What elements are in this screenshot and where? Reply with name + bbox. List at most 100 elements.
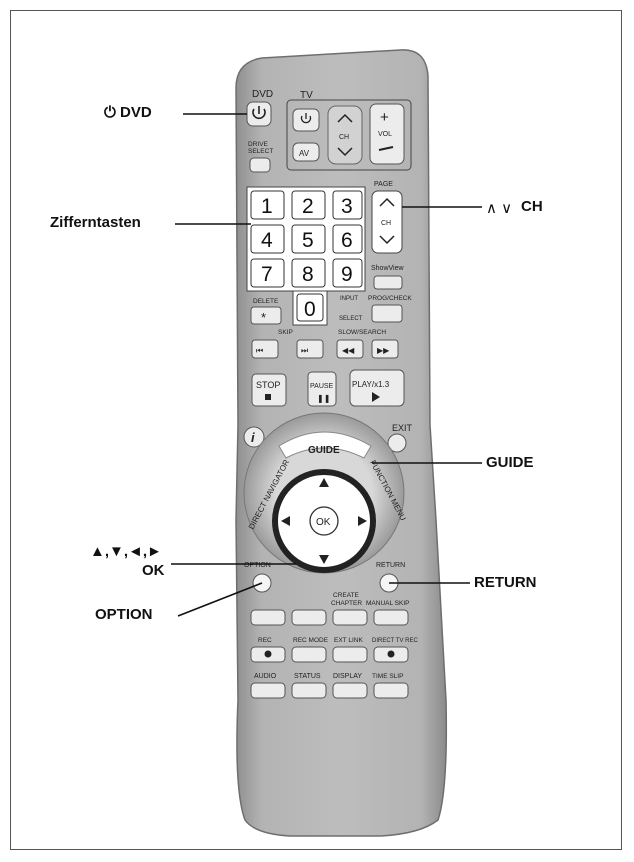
key-2-label: 2 — [302, 195, 314, 218]
option-label: OPTION — [244, 562, 271, 569]
page-ch-rocker[interactable] — [371, 190, 403, 254]
key-9[interactable] — [332, 258, 363, 288]
key-0[interactable] — [296, 293, 324, 322]
skip-label: SKIP — [278, 329, 293, 336]
callout-ok: OK — [142, 562, 165, 579]
callout-dvd-power: ⏻ DVD — [104, 104, 152, 121]
vol-label: VOL — [378, 131, 392, 138]
slow-back-button[interactable] — [336, 339, 364, 359]
ch-label: CH — [381, 220, 391, 227]
key-4-label: 4 — [261, 229, 273, 252]
key-1-label: 1 — [261, 195, 273, 218]
rec-icon — [264, 650, 272, 658]
callout-guide: GUIDE — [486, 454, 534, 471]
pause-label: PAUSE — [310, 383, 334, 390]
key-3[interactable] — [332, 190, 363, 220]
callout-arrows: ▲,▼,◄,► — [90, 543, 162, 560]
vol-minus-icon — [378, 146, 394, 151]
slow-back-icon: ◀◀ — [342, 346, 355, 355]
tv-group-box — [286, 99, 412, 171]
blank-button-2[interactable] — [291, 609, 327, 626]
dvd-label: DVD — [252, 89, 273, 100]
callout-ch-arrows: ∧ ∨ — [486, 200, 513, 217]
skip-back-icon: ⏮ — [256, 346, 263, 355]
key-9-label: 9 — [341, 263, 353, 286]
rec-label: REC — [258, 637, 272, 644]
showview-button[interactable] — [373, 275, 403, 290]
drive-select-button[interactable] — [249, 157, 271, 173]
key-1[interactable] — [250, 190, 285, 220]
tv-power-icon — [300, 113, 312, 124]
info-button[interactable] — [243, 426, 265, 448]
key-6[interactable] — [332, 224, 363, 254]
ok-button[interactable] — [309, 506, 339, 536]
info-icon: i — [251, 430, 255, 445]
slow-search-label: SLOW/SEARCH — [338, 329, 386, 336]
av-button[interactable] — [292, 142, 320, 162]
arrow-up-icon — [319, 478, 329, 487]
callout-ch: CH — [521, 198, 543, 215]
tv-power-button[interactable] — [292, 108, 320, 132]
av-label: AV — [299, 149, 310, 158]
skip-forward-button[interactable] — [296, 339, 324, 359]
stop-icon — [265, 394, 271, 400]
direct-tv-rec-label: DIRECT TV REC — [372, 638, 418, 644]
create-chapter-label-1: CREATE — [333, 592, 360, 599]
arrow-down-icon — [319, 555, 329, 564]
status-button[interactable] — [291, 682, 327, 699]
stop-button[interactable] — [251, 373, 287, 407]
exit-button[interactable] — [387, 433, 407, 453]
create-chapter-label-2: CHAPTER — [331, 600, 362, 607]
tv-ch-up-icon — [337, 113, 353, 123]
slow-forward-button[interactable] — [371, 339, 399, 359]
skip-forward-icon: ⏭ — [301, 346, 308, 355]
drive-select-label-2: SELECT — [248, 148, 273, 155]
manual-skip-button[interactable] — [373, 609, 409, 626]
time-slip-label: TIME SLIP — [372, 673, 403, 680]
key-3-label: 3 — [341, 195, 353, 218]
pause-button[interactable] — [307, 371, 337, 407]
page-label: PAGE — [374, 181, 393, 188]
arrow-left-icon — [281, 516, 290, 526]
key-7[interactable] — [250, 258, 285, 288]
showview-label: ShowView — [371, 265, 405, 272]
rec-mode-label: REC MODE — [293, 637, 329, 644]
key-4[interactable] — [250, 224, 285, 254]
status-label: STATUS — [294, 673, 321, 680]
prog-check-button[interactable] — [371, 304, 403, 323]
key-5[interactable] — [291, 224, 326, 254]
delete-button[interactable] — [250, 306, 282, 325]
rec-mode-button[interactable] — [291, 646, 327, 663]
exit-label: EXIT — [392, 423, 413, 433]
number-keys: 1 2 3 4 5 6 7 8 9 0 — [250, 190, 363, 322]
display-button[interactable] — [332, 682, 368, 699]
play-label: PLAY/x1.3 — [352, 380, 390, 389]
key-2[interactable] — [291, 190, 326, 220]
ch-up-icon — [379, 197, 395, 207]
callout-return: RETURN — [474, 574, 537, 591]
arrow-right-icon — [358, 516, 367, 526]
key-8[interactable] — [291, 258, 326, 288]
guide-key[interactable] — [278, 431, 372, 459]
tv-ch-label: CH — [339, 134, 349, 141]
time-slip-button[interactable] — [373, 682, 409, 699]
callout-line-option — [177, 582, 263, 617]
create-chapter-button[interactable] — [332, 609, 368, 626]
audio-label: AUDIO — [254, 673, 277, 680]
slow-forward-icon: ▶▶ — [377, 346, 390, 355]
volume-rocker[interactable] — [369, 103, 405, 165]
skip-back-button[interactable] — [251, 339, 279, 359]
direct-tv-rec-icon — [387, 650, 395, 658]
ext-link-button[interactable] — [332, 646, 368, 663]
tv-ch-rocker[interactable] — [327, 105, 363, 165]
prog-check-label: PROG/CHECK — [368, 295, 412, 302]
pause-icon: ❚❚ — [317, 394, 330, 403]
input-select-label-2: SELECT — [339, 316, 363, 322]
dvd-power-icon — [252, 106, 266, 120]
play-button[interactable] — [349, 369, 405, 407]
audio-button[interactable] — [250, 682, 286, 699]
guide-key-label: GUIDE — [308, 445, 340, 456]
ext-link-label: EXT LINK — [334, 637, 363, 644]
blank-button-1[interactable] — [250, 609, 286, 626]
callout-option: OPTION — [95, 606, 153, 623]
